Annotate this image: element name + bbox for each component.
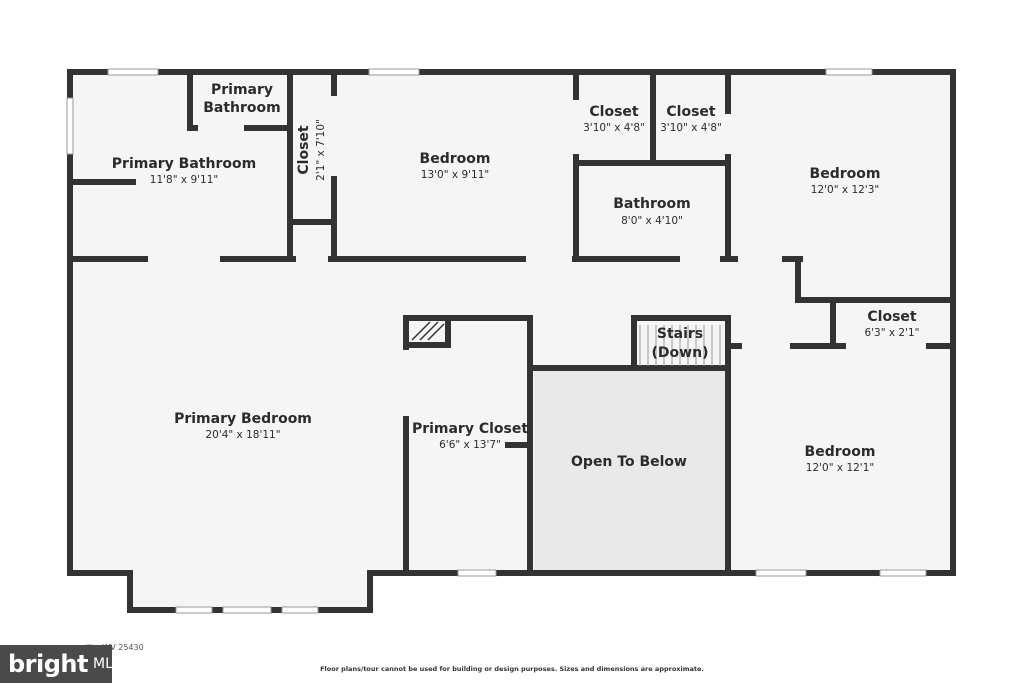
bedroom-top-name: Bedroom (420, 151, 491, 167)
closet-vertical-dims: 2'1" x 7'10" (315, 119, 327, 181)
bathroom-dims: 8'0" x 4'10" (621, 215, 683, 227)
bright-mls-logo: bright MLS (0, 645, 122, 683)
logo-word: bright (8, 650, 88, 678)
stairs-name-2: (Down) (652, 345, 709, 361)
bedroom-bottom-right-name: Bedroom (805, 444, 876, 460)
closet-a-dims: 3'10" x 4'8" (583, 122, 645, 134)
primary-bathroom-dims: 11'8" x 9'11" (150, 174, 218, 186)
open-to-below-name: Open To Below (571, 454, 687, 470)
floor-fill (70, 72, 953, 610)
closet-right-name: Closet (867, 309, 917, 325)
closet-b-dims: 3'10" x 4'8" (660, 122, 722, 134)
open-to-below-area (534, 370, 726, 570)
closet-vertical-name: Closet (296, 125, 312, 175)
primary-bathroom-small-name-2: Bathroom (203, 100, 281, 116)
bedroom-top-right-dims: 12'0" x 12'3" (811, 184, 879, 196)
closet-a-name: Closet (589, 104, 639, 120)
closet-right-dims: 6'3" x 2'1" (864, 327, 919, 339)
logo-suffix: MLS (92, 656, 122, 672)
primary-closet-name: Primary Closet (412, 421, 528, 437)
primary-bathroom-name: Primary Bathroom (112, 156, 256, 172)
bedroom-top-dims: 13'0" x 9'11" (421, 169, 489, 181)
bedroom-top-right-name: Bedroom (810, 166, 881, 182)
chimney-hatch (411, 321, 445, 341)
closet-b-name: Closet (666, 104, 716, 120)
bedroom-bottom-right-dims: 12'0" x 12'1" (806, 462, 874, 474)
disclaimer-text: Floor plans/tour cannot be used for buil… (320, 665, 704, 673)
primary-bedroom-dims: 20'4" x 18'11" (205, 429, 280, 441)
primary-bathroom-small-name-1: Primary (211, 82, 273, 98)
bathroom-name: Bathroom (613, 196, 691, 212)
stairs-name-1: Stairs (657, 326, 703, 342)
primary-bedroom-name: Primary Bedroom (174, 411, 312, 427)
stair-treads (639, 325, 721, 366)
door-openings (148, 96, 926, 416)
primary-closet-dims: 6'6" x 13'7" (439, 439, 501, 451)
windows (66, 68, 927, 614)
